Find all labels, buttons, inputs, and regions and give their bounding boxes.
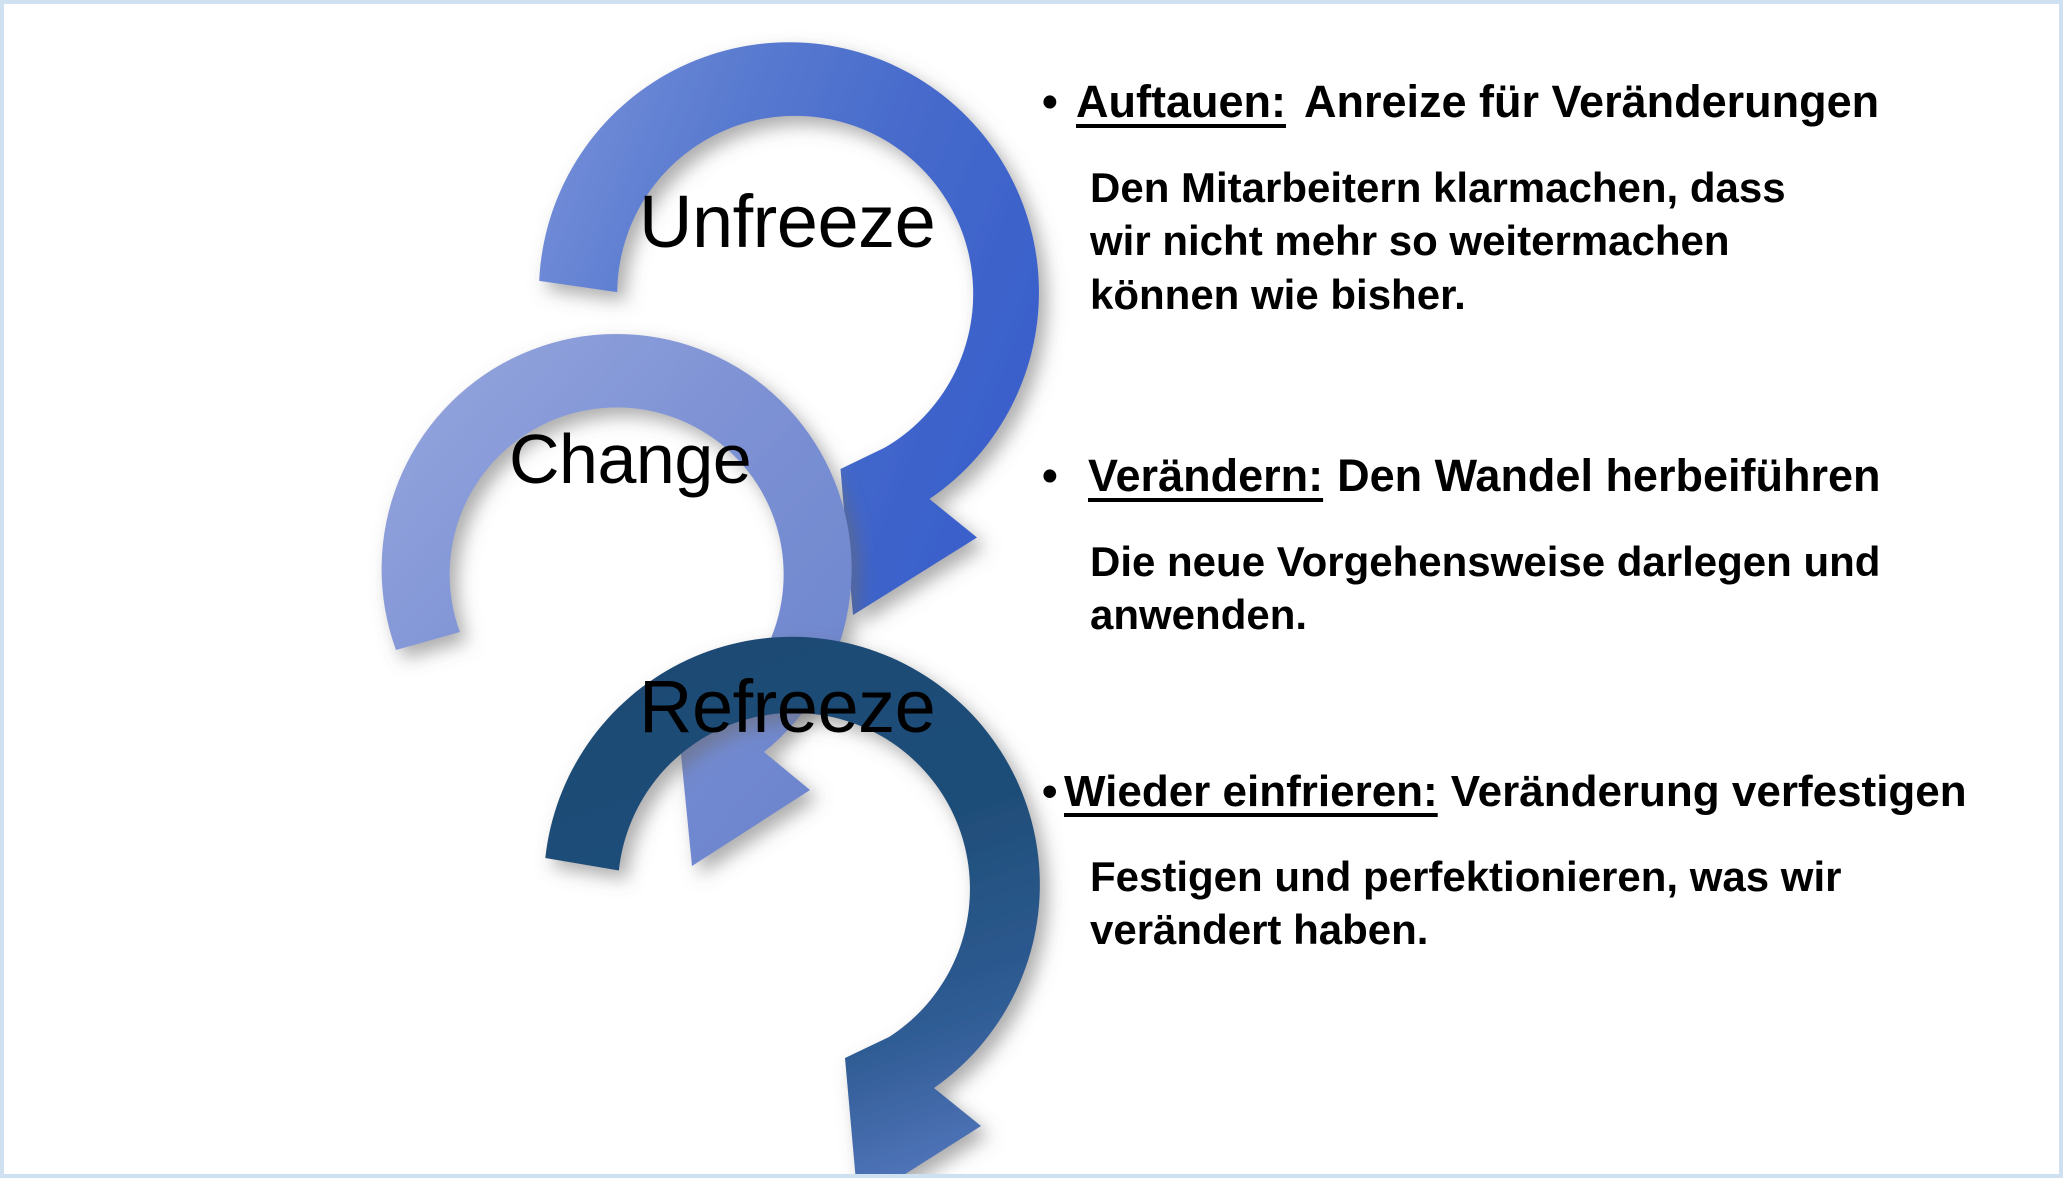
bullet-block-auftauen: • Auftauen: Anreize für Veränderungen De… (1042, 76, 2052, 322)
bullet-term-wieder-einfrieren: Wieder einfrieren: (1064, 767, 1438, 816)
body-line: verändert haben. (1090, 906, 1429, 954)
lewin-cycle-diagram: Unfreeze Change Refreeze (4, 4, 1104, 1174)
body-line: können wie bisher. (1090, 271, 1466, 319)
bullet-heading-veraendern: • Verändern: Den Wandel herbeiführen (1042, 450, 2052, 501)
bullet-term-auftauen: Auftauen: (1076, 76, 1286, 127)
bullet-text-column: • Auftauen: Anreize für Veränderungen De… (1042, 76, 2052, 1138)
bullet-heading-wieder-einfrieren: • Wieder einfrieren: Veränderung verfest… (1042, 768, 2052, 816)
body-line: Festigen und perfektionieren, was wir (1090, 852, 1842, 900)
body-line: anwenden. (1090, 591, 1308, 639)
bullet-heading-auftauen: • Auftauen: Anreize für Veränderungen (1042, 76, 2052, 127)
bullet-heading-rest-veraendern: Den Wandel herbeiführen (1337, 450, 1881, 501)
bullet-block-wieder-einfrieren: • Wieder einfrieren: Veränderung verfest… (1042, 768, 2052, 957)
bullet-block-veraendern: • Verändern: Den Wandel herbeiführen Die… (1042, 450, 2052, 643)
bullet-term-veraendern: Verändern: (1088, 450, 1324, 501)
bullet-body-wieder-einfrieren: Festigen und perfektionieren, was wir ve… (1042, 850, 2052, 958)
bullet-point-icon: • (1042, 76, 1058, 127)
body-line: Die neue Vorgehensweise darlegen und (1090, 537, 1881, 585)
bullet-body-veraendern: Die neue Vorgehensweise darlegen und anw… (1042, 535, 2052, 643)
bullet-body-auftauen: Den Mitarbeitern klarmachen, dass wir ni… (1042, 161, 2052, 322)
body-line: Den Mitarbeitern klarmachen, dass (1090, 163, 1786, 211)
stage-label-change: Change (509, 420, 752, 498)
refreeze-arrow (545, 636, 1040, 1174)
unfreeze-arrow (539, 42, 1039, 616)
bullet-heading-rest-auftauen: Anreize für Veränderungen (1303, 76, 1880, 127)
stage-label-refreeze: Refreeze (639, 665, 936, 748)
cycle-arrows-svg (381, 42, 1040, 1174)
change-arrow (381, 333, 852, 866)
bullet-heading-rest-wieder-einfrieren: Veränderung verfestigen (1450, 767, 1967, 816)
bullet-point-icon: • (1042, 450, 1058, 501)
stage-label-unfreeze: Unfreeze (639, 180, 936, 263)
bullet-point-icon: • (1042, 767, 1058, 816)
body-line: wir nicht mehr so weitermachen (1090, 217, 1730, 265)
